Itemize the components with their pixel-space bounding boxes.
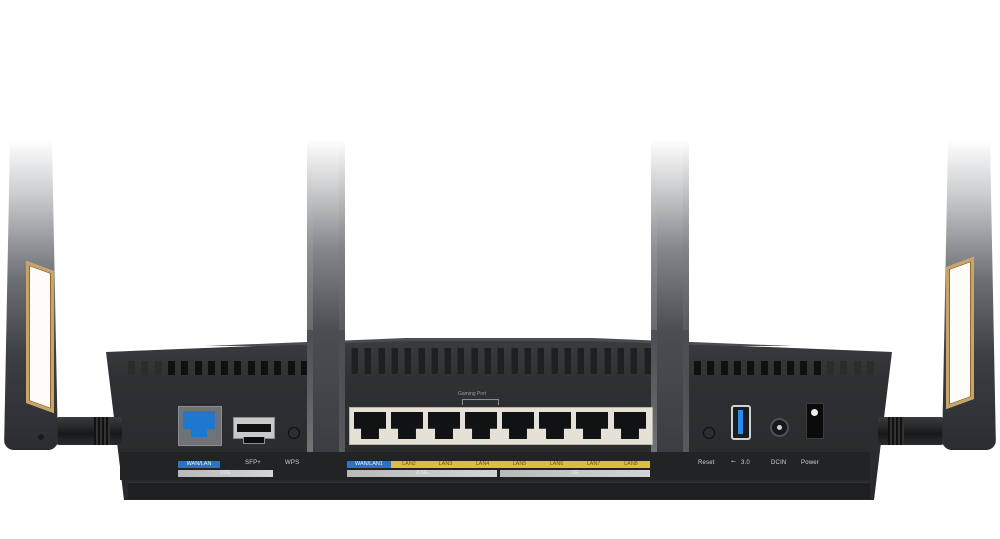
vent-slot (537, 348, 545, 374)
vent-slot (866, 361, 874, 375)
vent-slot (590, 348, 598, 374)
vent-slot (630, 348, 638, 374)
vent-slot (234, 361, 242, 375)
vent-slot (300, 361, 308, 375)
label-speed-2-5g: 2.5G (347, 470, 497, 477)
vent-slot (720, 361, 728, 375)
vent-slot (603, 348, 611, 374)
vent-slot (351, 348, 358, 374)
port-wan-lan1[interactable] (354, 412, 386, 439)
reset-button[interactable] (703, 427, 715, 439)
vent-slot (181, 361, 189, 375)
vent-slot (457, 348, 465, 374)
label-dcin: DCIN (771, 460, 787, 466)
vent-slot (484, 348, 491, 374)
vent-slot (444, 348, 452, 374)
sfp-latch (243, 437, 265, 444)
label-wps: WPS (285, 460, 300, 466)
label-power: Power (801, 460, 820, 466)
vent-slot (247, 361, 255, 375)
port-lan6[interactable] (539, 412, 571, 439)
vent-slot (141, 361, 149, 375)
vent-slot (550, 348, 558, 374)
antenna-screw-left (38, 434, 44, 440)
lan-port-block (349, 407, 653, 445)
vent-slot (827, 361, 834, 375)
antenna-center-left-base (307, 330, 345, 455)
vent-slot (207, 361, 215, 375)
vent-slot (128, 361, 135, 375)
antenna-connector-right (878, 417, 944, 445)
antenna-center-right-base (651, 330, 689, 455)
label-speed-10g: 10G (178, 470, 273, 477)
port-lan3[interactable] (428, 412, 460, 439)
label-sfp: SFP+ (245, 460, 261, 466)
vent-slot (643, 348, 651, 374)
vent-slot (364, 348, 372, 374)
vent-slot (694, 361, 701, 375)
label-wan-lan: WAN/LAN (178, 461, 220, 468)
vent-slot (563, 348, 571, 374)
vent-slot (733, 361, 741, 375)
label-lan4: LAN4 (464, 461, 501, 468)
sfp-plus-port[interactable] (233, 417, 275, 439)
vent-slot (390, 348, 398, 374)
vent-slot (800, 361, 808, 375)
label-speed-1g: 1G (500, 470, 650, 477)
vent-slot (470, 348, 478, 374)
vent-slot (853, 361, 861, 375)
vent-slot (747, 361, 755, 375)
antenna-gold-window-right (946, 256, 974, 410)
router-base (128, 482, 870, 499)
label-lan3: LAN3 (427, 461, 464, 468)
label-lan8: LAN8 (612, 461, 650, 468)
ethernet-jack-icon (183, 411, 215, 437)
dc-in-jack[interactable] (770, 418, 789, 437)
label-lan2: LAN2 (391, 461, 427, 468)
vent-slot (221, 361, 229, 375)
vent-slot (404, 348, 412, 374)
vent-slot (773, 361, 781, 375)
port-lan2[interactable] (391, 412, 423, 439)
vent-slot (497, 348, 505, 374)
usb-icon: ⭠ (731, 459, 737, 465)
antenna-connector-left (56, 417, 122, 445)
vent-slot (523, 348, 531, 374)
vent-slot (194, 361, 202, 375)
vent-slot (274, 361, 282, 375)
gaming-port-label: Gaming Port (458, 391, 487, 397)
port-lan4-gaming[interactable] (465, 412, 497, 439)
vent-slot (261, 361, 268, 375)
vent-slot (377, 348, 385, 374)
vent-slot (154, 361, 162, 375)
power-switch[interactable] (806, 403, 824, 439)
label-lan5: LAN5 (501, 461, 538, 468)
vent-slot (840, 361, 848, 375)
label-lan7: LAN7 (575, 461, 612, 468)
label-usb: 3.0 (741, 460, 750, 466)
usb-3-port[interactable] (731, 405, 751, 440)
vent-slot (510, 348, 518, 374)
vent-slot (287, 361, 295, 375)
label-reset: Reset (698, 460, 715, 466)
wps-button[interactable] (288, 427, 300, 439)
gaming-port-bracket (462, 399, 499, 405)
vent-slot (813, 361, 821, 375)
vent-slot (577, 348, 585, 374)
port-lan5[interactable] (502, 412, 534, 439)
label-lan6: LAN6 (538, 461, 575, 468)
vent-slot (167, 361, 175, 375)
vent-slot (707, 361, 715, 375)
vent-slot (760, 361, 768, 375)
antenna-gold-window-left (26, 260, 54, 414)
label-wan-lan1: WAN/LAN1 (347, 461, 391, 468)
vent-slot (617, 348, 624, 374)
port-lan7[interactable] (576, 412, 608, 439)
port-lan8[interactable] (614, 412, 646, 439)
vent-slot (787, 361, 795, 375)
wan-lan-10g-port[interactable] (178, 406, 222, 446)
vent-slot (417, 348, 425, 374)
vent-slot (430, 348, 438, 374)
